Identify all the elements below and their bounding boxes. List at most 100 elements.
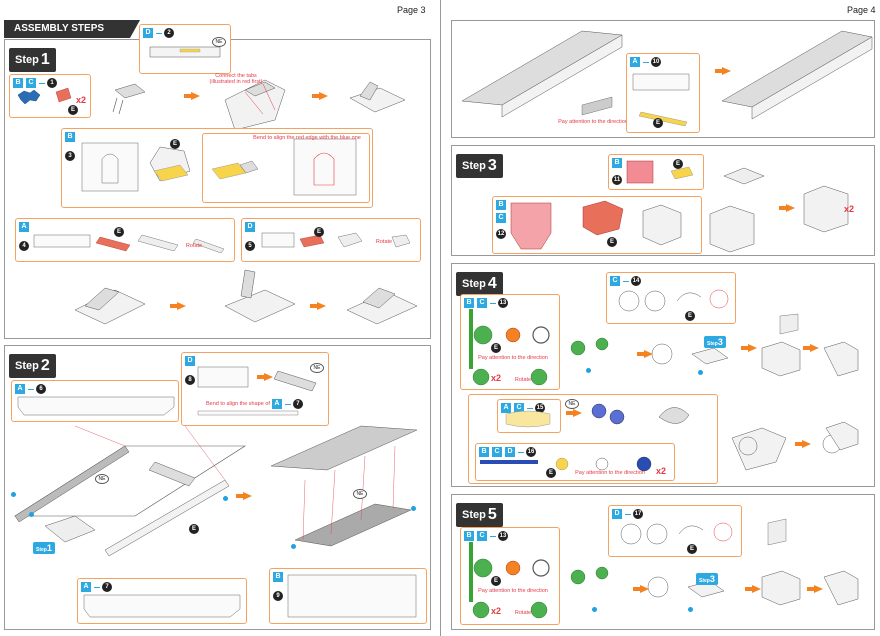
step1-ref-badge: Step1 bbox=[33, 542, 55, 554]
glue-point bbox=[688, 607, 693, 612]
part-b-floor-plate bbox=[287, 574, 417, 618]
wheel-parts-illustration bbox=[469, 309, 550, 386]
glue-point bbox=[11, 492, 16, 497]
e-badge: E bbox=[491, 576, 501, 586]
glue-point bbox=[586, 368, 591, 373]
glue-point bbox=[29, 512, 34, 517]
part-blue-shape-icon bbox=[17, 87, 72, 105]
note-bend-red-blue: Bend to align the red edge with the blue… bbox=[253, 135, 361, 141]
note-pay-attention: Pay attention to the direction bbox=[478, 355, 548, 361]
e-badge: E bbox=[687, 544, 697, 554]
ne-badge: NE bbox=[565, 399, 579, 409]
part-b-illustration bbox=[81, 138, 357, 196]
flow-arrow bbox=[566, 409, 582, 417]
flow-arrow bbox=[779, 204, 795, 212]
glue-point bbox=[698, 370, 703, 375]
substep-d-5: D 5 Rotate E bbox=[241, 218, 421, 262]
note-rotate: Rotate bbox=[375, 239, 393, 245]
wheel-parts-illustration-2 bbox=[469, 542, 550, 619]
substep-a-4: A 4 Rotate E bbox=[15, 218, 235, 262]
glue-point bbox=[223, 496, 228, 501]
e-badge: E bbox=[491, 343, 501, 353]
step4-assembly-row2 bbox=[731, 421, 859, 471]
flow-arrow bbox=[715, 67, 731, 75]
part-d-wheel-frame bbox=[620, 522, 733, 545]
part-bc-red-assembly bbox=[510, 200, 682, 250]
step1-bottom-illustration bbox=[74, 269, 418, 325]
flow-arrow bbox=[633, 585, 649, 593]
flow-arrow bbox=[236, 492, 252, 500]
hull-illustration bbox=[461, 30, 873, 120]
e-badge: E bbox=[314, 227, 324, 237]
quantity-x2: x2 bbox=[844, 204, 855, 214]
page-label-left: Page 3 bbox=[397, 5, 426, 15]
note-rotate: Rotate bbox=[514, 377, 532, 383]
e-badge: E bbox=[546, 468, 556, 478]
flow-arrow bbox=[310, 302, 326, 310]
e-badge: E bbox=[189, 524, 199, 534]
ne-badge: NE bbox=[212, 37, 226, 47]
flow-arrow bbox=[803, 344, 819, 352]
e-badge: E bbox=[68, 105, 78, 115]
part-d-box-illustration bbox=[261, 232, 411, 248]
flow-arrow bbox=[184, 92, 200, 100]
quantity-x2: x2 bbox=[491, 373, 502, 383]
e-badge: E bbox=[114, 227, 124, 237]
part-b-red-piece bbox=[626, 160, 694, 184]
substep-b-9: B 9 bbox=[269, 568, 427, 624]
step3-ref-badge: Step3 bbox=[696, 573, 718, 585]
part-d-plate bbox=[149, 46, 221, 58]
step1-main-illustration bbox=[112, 79, 406, 131]
flow-arrow bbox=[745, 585, 761, 593]
e-badge: E bbox=[170, 139, 180, 149]
glue-point bbox=[291, 544, 296, 549]
note-rotate: Rotate bbox=[185, 243, 203, 249]
step3-result-illustration bbox=[709, 167, 849, 253]
substep-b-3: B 3 Bend to align the red edge with the … bbox=[61, 128, 373, 208]
flow-arrow bbox=[312, 92, 328, 100]
flow-arrow bbox=[807, 585, 823, 593]
step4-assembly-row1 bbox=[570, 313, 859, 377]
bend-note-box bbox=[202, 133, 370, 203]
glue-point bbox=[411, 506, 416, 511]
flow-arrow bbox=[637, 350, 653, 358]
page-divider bbox=[440, 0, 441, 636]
e-badge: E bbox=[673, 159, 683, 169]
quantity-x2: x2 bbox=[76, 95, 87, 105]
glue-point bbox=[592, 607, 597, 612]
note-pay-attention: Pay attention to the direction bbox=[478, 588, 548, 594]
part-a-long-plate bbox=[17, 396, 175, 416]
flow-arrow bbox=[795, 440, 811, 448]
e-badge: E bbox=[653, 118, 663, 128]
track-assembly-illustration bbox=[591, 403, 690, 425]
note-pay-attention: Pay attention to the direction bbox=[575, 470, 645, 476]
part-bcd-axle bbox=[480, 456, 652, 472]
quantity-x2: x2 bbox=[491, 606, 502, 616]
part-c-wheel-frame bbox=[618, 289, 729, 312]
flow-arrow bbox=[257, 373, 273, 381]
substep-b-11: B 11 E bbox=[608, 154, 704, 190]
part-yellow-track bbox=[505, 410, 551, 428]
